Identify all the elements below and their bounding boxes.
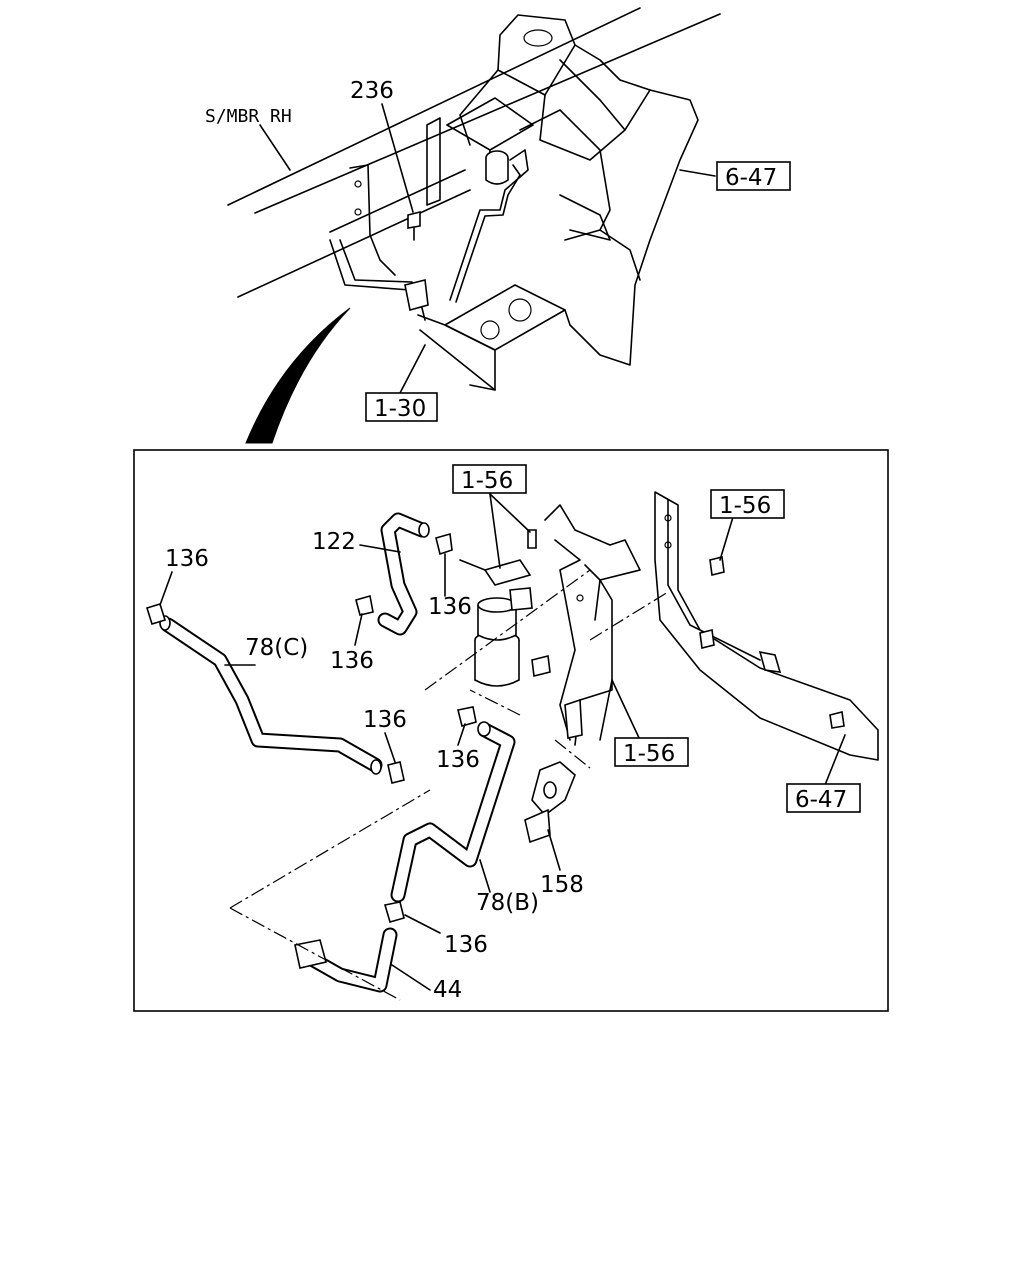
label-78b: 78(B)	[476, 890, 539, 916]
hose-78b	[390, 721, 516, 903]
label-122: 122	[312, 529, 356, 555]
label-136-b: 136	[428, 594, 472, 620]
ref-box-6-47-top	[716, 161, 791, 191]
label-158: 158	[540, 872, 584, 898]
label-44: 44	[433, 977, 462, 1003]
ref-box-1-30	[365, 392, 438, 422]
ref-box-1-56-c	[614, 737, 689, 767]
cross-member	[654, 491, 879, 761]
label-1-30: 1-30	[374, 396, 426, 422]
label-136-d: 136	[363, 707, 407, 733]
label-136-a: 136	[165, 546, 209, 572]
overview-assembly	[227, 7, 721, 394]
label-6-47-top: 6-47	[725, 165, 777, 191]
label-136-e: 136	[436, 747, 480, 773]
detail-assembly	[145, 491, 879, 1001]
clamp-icon	[383, 901, 405, 923]
label-6-47-bottom: 6-47	[795, 787, 847, 813]
detail-arrow	[245, 307, 351, 444]
clamp-icon	[457, 706, 477, 727]
label-1-56-b: 1-56	[719, 493, 771, 519]
label-1-56-c: 1-56	[623, 741, 675, 767]
ref-box-6-47-bottom	[786, 783, 861, 813]
clamp-icon	[387, 761, 405, 784]
detail-frame	[133, 449, 889, 1012]
pipe-44	[294, 927, 398, 993]
label-136-f: 136	[444, 932, 488, 958]
ref-box-1-56-b	[710, 489, 785, 519]
label-78c: 78(C)	[245, 635, 308, 661]
mounting-bracket	[531, 504, 641, 746]
ref-box-1-56-a	[452, 464, 527, 494]
nut-icon	[709, 556, 725, 576]
label-smbr-rh: S/MBR RH	[205, 106, 292, 127]
hose-122	[377, 512, 430, 636]
label-136-c: 136	[330, 648, 374, 674]
clamp-icon	[355, 594, 374, 616]
clamp-icon	[145, 603, 167, 625]
hose-78c	[159, 615, 383, 775]
receiver-dryer	[459, 529, 537, 687]
clip-158	[524, 761, 576, 844]
clamp-icon	[435, 532, 453, 556]
label-236: 236	[350, 78, 394, 104]
label-1-56-a: 1-56	[461, 468, 513, 494]
